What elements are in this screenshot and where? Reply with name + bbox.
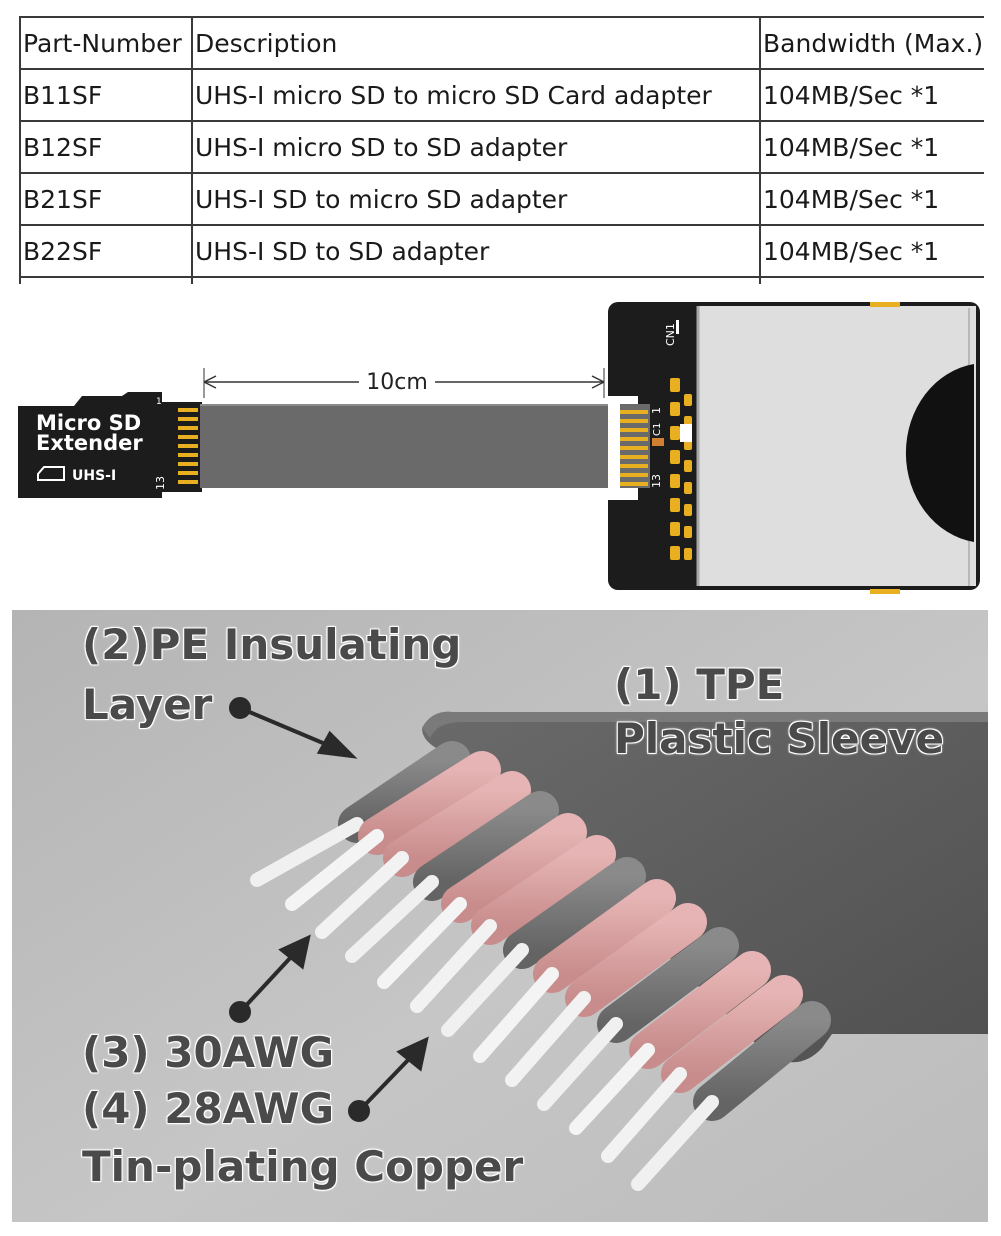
cell-description: UHS-I SD to SD adapter <box>191 224 761 278</box>
cell-description: UHS-I micro SD to SD adapter <box>191 120 761 174</box>
cable-render: (2)PE Insulating Layer (1) TPE Plastic S… <box>12 610 988 1222</box>
tpe-sleeve <box>422 711 988 1063</box>
callout-sleeve-line1: (1) TPE <box>614 660 785 709</box>
cell-bandwidth: 104MB/Sec *1 <box>759 224 984 278</box>
table-row-cutoff <box>19 276 984 284</box>
wire-bundle <box>250 741 831 1191</box>
spec-table: Part-Number Description Bandwidth (Max.)… <box>19 16 984 284</box>
capacitor <box>652 438 664 446</box>
cable-render-art <box>12 610 988 1222</box>
header-description: Description <box>191 16 761 70</box>
cell-part-number: B22SF <box>19 224 193 278</box>
flat-cable <box>200 404 620 488</box>
table-row: B11SF UHS-I micro SD to micro SD Card ad… <box>19 68 984 122</box>
pin-label-last-right: 13 <box>650 474 663 488</box>
header-bandwidth: Bandwidth (Max.) <box>759 16 984 70</box>
callout-pe-layer-line1: (2)PE Insulating <box>82 620 462 669</box>
connector-ref-label: CN1 <box>664 323 677 346</box>
callout-awg28: (4) 28AWG <box>82 1084 335 1133</box>
micro-sd-card <box>18 392 162 498</box>
table-header-row: Part-Number Description Bandwidth (Max.) <box>19 16 984 70</box>
pin-label-first-left: 1 <box>156 397 162 407</box>
cell-part-number: B21SF <box>19 172 193 226</box>
callout-awg30: (3) 30AWG <box>82 1028 335 1077</box>
callout-pe-layer-line2: Layer <box>82 680 213 729</box>
cell-part-number: B12SF <box>19 120 193 174</box>
cell-bandwidth: 104MB/Sec *1 <box>759 172 984 226</box>
pin-label-first-right: 1 <box>650 407 663 414</box>
header-part-number: Part-Number <box>19 16 193 70</box>
card-badge: UHS-I <box>72 468 116 484</box>
dimension-label: 10cm <box>366 370 428 395</box>
card-label-line2: Extender <box>36 431 143 455</box>
cell-part-number: B11SF <box>19 68 193 122</box>
callout-sleeve-line2: Plastic Sleeve <box>614 714 944 763</box>
micro-sd-contacts-2 <box>178 408 198 484</box>
table-row: B21SF UHS-I SD to micro SD adapter 104MB… <box>19 172 984 226</box>
dimension-arrow-left <box>203 375 217 389</box>
cell-bandwidth: 104MB/Sec *1 <box>759 120 984 174</box>
card-label-line1: Micro SD <box>36 411 141 435</box>
board-pads-column <box>670 378 692 560</box>
socket-tabs <box>870 302 900 594</box>
callout-arrows <box>229 697 429 1122</box>
cap-ref-label: C1 <box>652 423 663 436</box>
dimension-arrow-right <box>591 375 605 389</box>
extender-diagram: Micro SD Extender UHS-I 1 13 10cm C1 CN1… <box>18 302 980 594</box>
table-row: B22SF UHS-I SD to SD adapter 104MB/Sec *… <box>19 224 984 278</box>
socket-thumb-notch <box>905 364 974 542</box>
sd-card-icon <box>37 466 65 481</box>
pin-label-last-left: 13 <box>154 476 167 490</box>
cell-bandwidth: 104MB/Sec *1 <box>759 68 984 122</box>
cell-description: UHS-I SD to micro SD adapter <box>191 172 761 226</box>
callout-copper: Tin-plating Copper <box>82 1142 524 1191</box>
cell-description: UHS-I micro SD to micro SD Card adapter <box>191 68 761 122</box>
board-contacts-left <box>620 410 648 486</box>
table-row: B12SF UHS-I micro SD to SD adapter 104MB… <box>19 120 984 174</box>
